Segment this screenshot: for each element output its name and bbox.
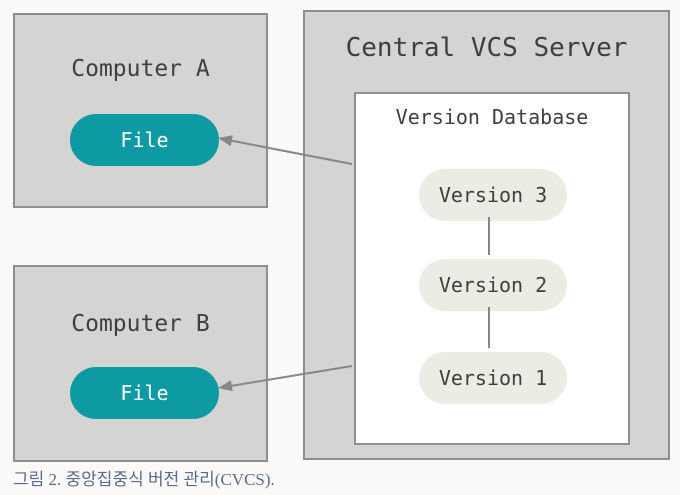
version-database-box: Version Database Version 3 Version 2 Ver…: [354, 92, 630, 445]
computer-b-title: Computer B: [71, 311, 210, 337]
computer-a-title: Computer A: [71, 56, 210, 82]
version-database-title: Version Database: [395, 105, 589, 129]
version-3-label: Version 3: [438, 183, 548, 207]
version-2-label: Version 2: [438, 273, 548, 297]
computer-a-box: Computer A File: [13, 13, 268, 208]
figure-caption: 그림 2. 중앙집중식 버전 관리(CVCS).: [13, 470, 275, 489]
computer-b-file-pill: File: [70, 367, 219, 419]
computer-a-file-pill: File: [70, 114, 219, 166]
central-vcs-server-title: Central VCS Server: [345, 33, 628, 63]
version-1-label: Version 1: [438, 366, 548, 390]
computer-b-box: Computer B File: [13, 265, 268, 462]
computer-b-file-label: File: [120, 381, 169, 405]
version-3-pill: Version 3: [419, 169, 567, 221]
central-vcs-server-box: Central VCS Server Version Database Vers…: [303, 10, 670, 460]
version-1-pill: Version 1: [419, 352, 567, 404]
version-2-pill: Version 2: [419, 259, 567, 311]
computer-a-file-label: File: [120, 128, 169, 152]
